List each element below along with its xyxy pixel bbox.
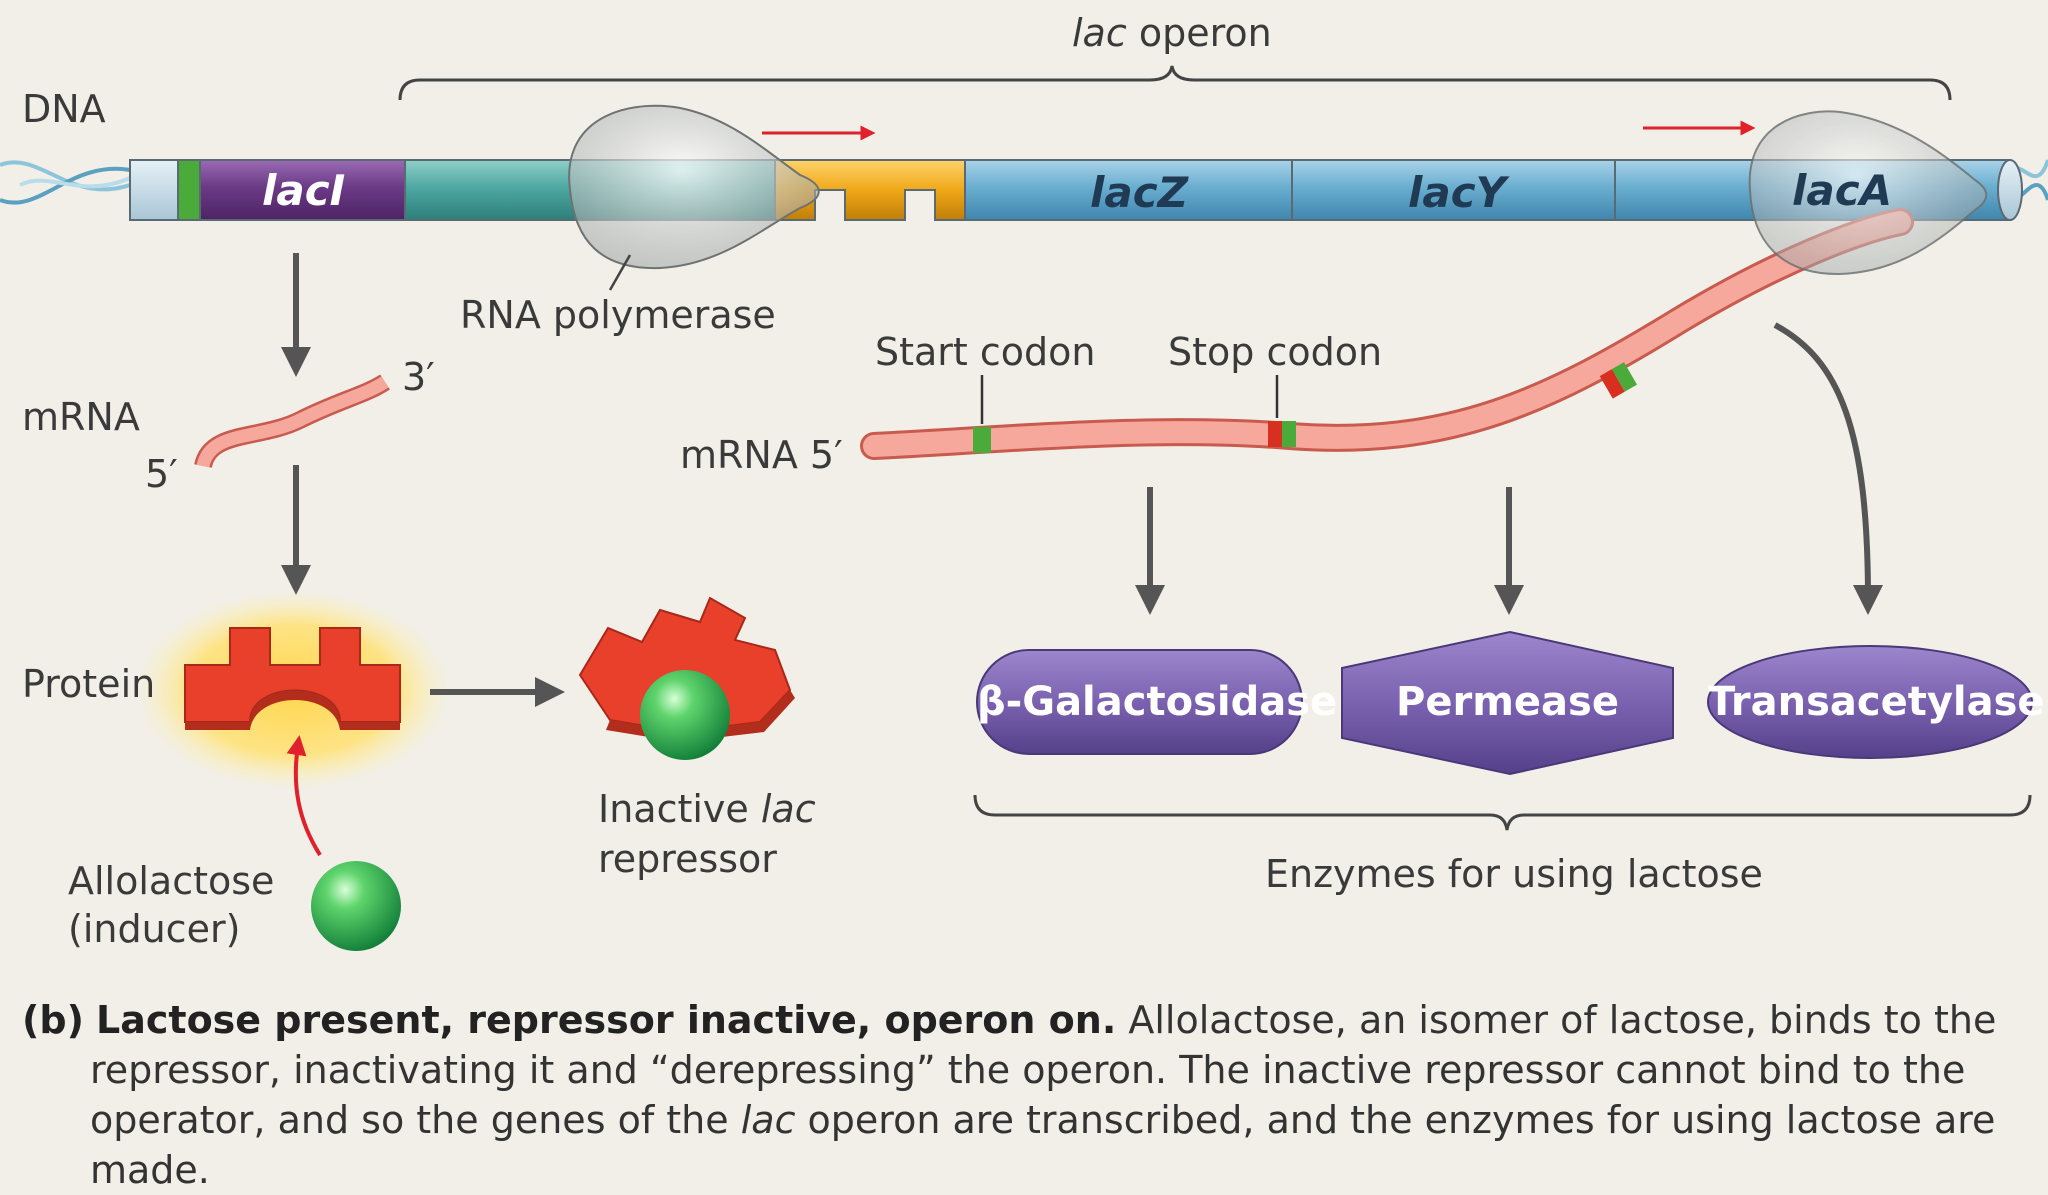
mrna-left-label: mRNA: [22, 395, 140, 439]
allolactose-ball: [311, 861, 401, 951]
caption-line-2: repressor, inactivating it and “derepres…: [90, 1048, 1966, 1092]
repressor-shadow: [185, 690, 400, 730]
permease-label: Permease: [1396, 679, 1619, 725]
dna-helix-left: [0, 160, 131, 205]
inactive-repressor: [578, 596, 795, 760]
mrna-5-label: mRNA 5′: [680, 433, 843, 477]
caption-line-3: operator, and so the genes of the lac op…: [90, 1098, 1996, 1192]
lacy-gene-label: lacY: [1408, 168, 1507, 217]
prime-5-label: 5′: [145, 452, 178, 496]
laci-mrna-fill: [196, 376, 389, 468]
caption-part: (b): [22, 998, 84, 1042]
dna-left-end: [129, 159, 179, 221]
rna-polymerase-label: RNA polymerase: [460, 293, 776, 337]
start-codon-label: Start codon: [875, 330, 1096, 374]
stop-codon-mark-red: [1268, 421, 1282, 447]
figure-caption: (b) Lactose present, repressor inactive,…: [22, 995, 2032, 1195]
stop-codon-label: Stop codon: [1168, 330, 1383, 374]
inducer-label: (inducer): [68, 907, 241, 951]
protein-label: Protein: [22, 662, 156, 706]
rna-polymerase-pointer: [608, 254, 632, 291]
operon-label: lac operon: [1072, 11, 1272, 55]
operon-brace: [398, 65, 1952, 101]
codon-mark-red-2: [1599, 369, 1625, 399]
laci-gene-label: lacI: [262, 166, 346, 215]
laci-gene: [199, 159, 406, 221]
lac-operon-diagram: [0, 65, 2048, 951]
inducer-arrow: [286, 735, 322, 857]
caption-line-1: Allolactose, an isomer of lactose, binds…: [1116, 998, 1997, 1042]
codon-mark-green-2: [1611, 362, 1637, 392]
enzymes-note-label: Enzymes for using lactose: [1265, 852, 1763, 896]
enzymes-brace: [973, 794, 2032, 831]
start-codon-mark: [973, 427, 991, 453]
allolactose-label: Allolactose: [68, 859, 275, 903]
prime-3-label: 3′: [402, 355, 435, 399]
dna-right-cap: [1997, 159, 2023, 221]
laci-start-codon: [177, 159, 201, 221]
arrow-to-transacetylase: [1773, 322, 1883, 615]
laca-gene-label: lacA: [1792, 166, 1893, 215]
permease-shape: [1341, 630, 1674, 776]
lacz-gene-label: lacZ: [1090, 168, 1189, 217]
dna-label: DNA: [22, 87, 106, 131]
inactive-repressor-label: Inactive lac: [598, 787, 816, 831]
dna-strand: [129, 159, 2023, 221]
stop-codon-mark-green: [1282, 421, 1296, 447]
galactosidase-label: β-Galactosidase: [977, 679, 1338, 725]
rna-polymerase-shape: [568, 104, 820, 270]
galactosidase-shape: [976, 649, 1303, 755]
repressor-label: repressor: [598, 837, 777, 881]
rna-polymerase-2-shape: [1748, 110, 1988, 276]
transacetylase-shape: [1707, 645, 2033, 759]
caption-bold: Lactose present, repressor inactive, ope…: [96, 998, 1117, 1042]
transacetylase-label: Transacetylase: [1708, 679, 2045, 725]
